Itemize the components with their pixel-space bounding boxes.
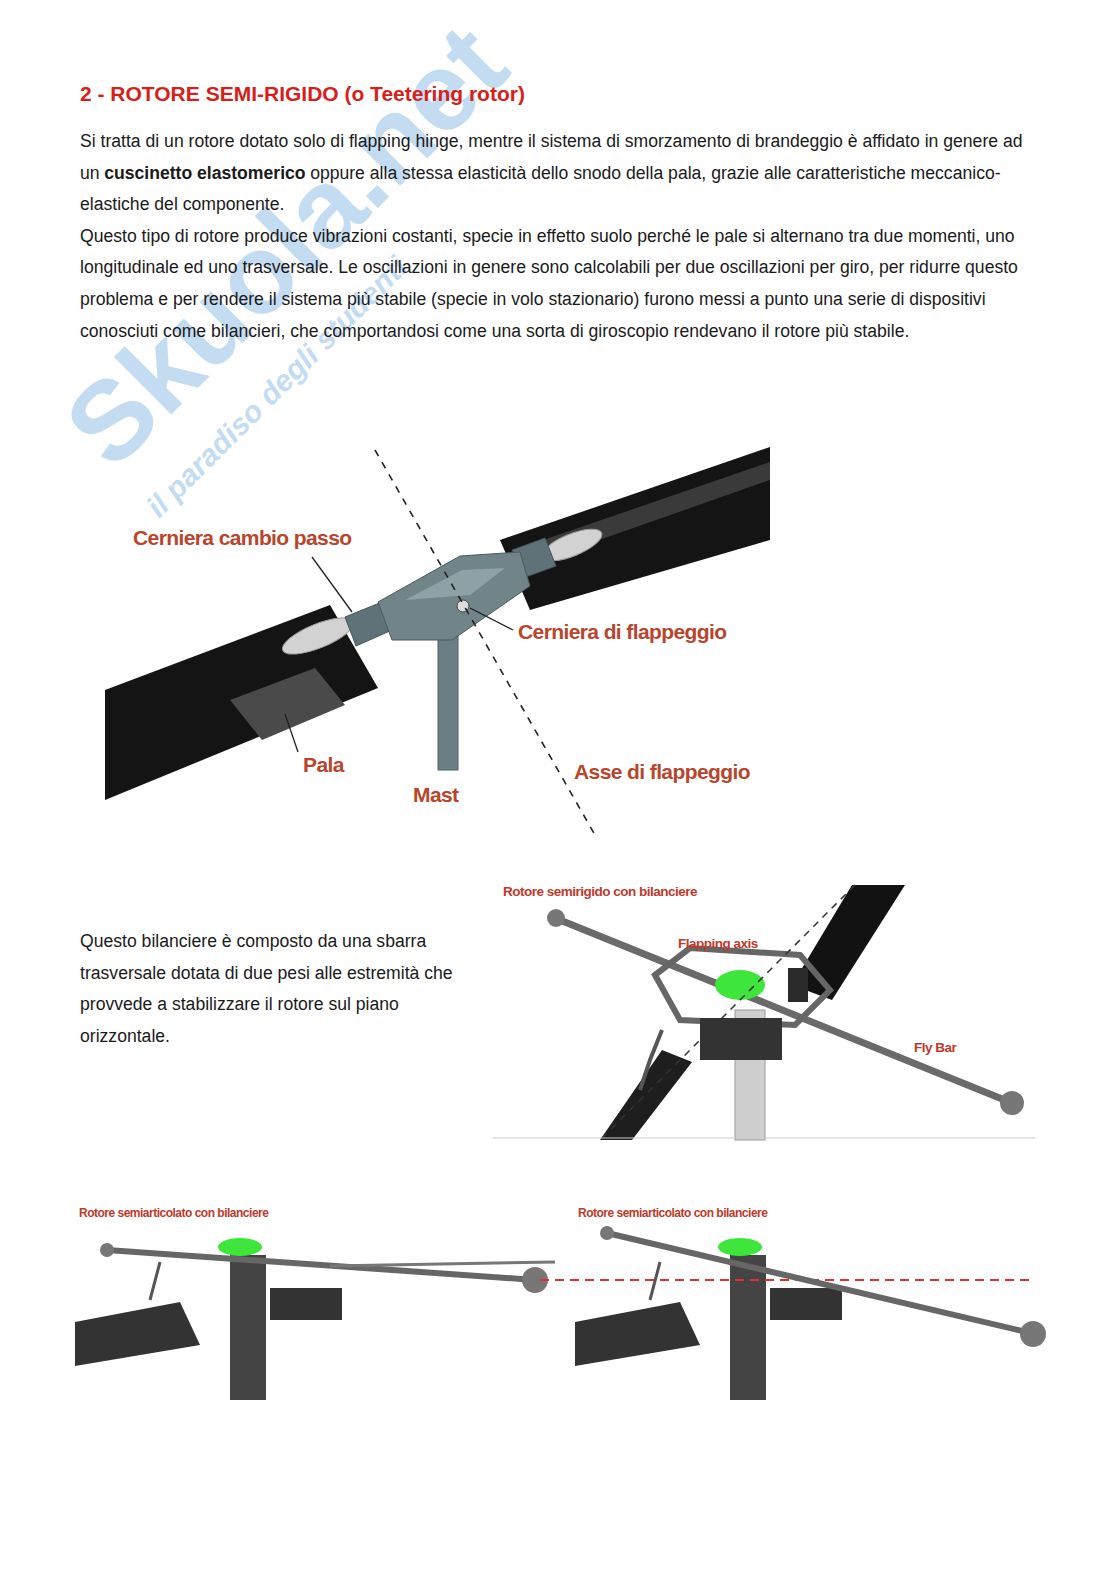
blade xyxy=(792,885,905,1000)
bold-term: cuscinetto elastomerico xyxy=(104,163,305,183)
reference-line xyxy=(540,1279,1030,1281)
page-title: 2 - ROTORE SEMI-RIGIDO (o Teetering roto… xyxy=(80,82,525,106)
part-label: Fly Bar xyxy=(914,1040,956,1055)
body-text: Questo tipo di rotore produce vibrazioni… xyxy=(80,226,1018,341)
flybar-figure xyxy=(493,885,1035,1142)
hub-face xyxy=(405,568,505,600)
part-label: Asse di flappeggio xyxy=(574,760,750,784)
blade xyxy=(500,447,770,610)
blade-reflection xyxy=(230,668,345,740)
part-label: Cerniera di flappeggio xyxy=(518,620,727,644)
frame-edge xyxy=(493,1138,1035,1139)
part-label: Pala xyxy=(303,753,344,777)
fly-bar-weight xyxy=(547,909,565,927)
flapping-pivot xyxy=(218,1238,262,1256)
fly-bar xyxy=(107,1250,535,1280)
blade xyxy=(105,605,378,800)
part-label: Flapping axis xyxy=(678,936,758,951)
flapping-pivot xyxy=(715,970,765,1000)
figure-caption: Rotore semiarticolato con bilanciere xyxy=(79,1206,268,1220)
hub xyxy=(700,1018,782,1060)
fly-bar-weight xyxy=(600,1226,614,1240)
mast xyxy=(230,1255,266,1400)
flapping-pivot xyxy=(718,1238,762,1256)
paragraph: Questo tipo di rotore produce vibrazioni… xyxy=(80,221,1035,347)
rotor-figure xyxy=(105,447,770,835)
leader-line xyxy=(285,714,298,752)
blade-grip xyxy=(75,1302,200,1366)
mast xyxy=(438,620,458,770)
blade-grip xyxy=(575,1302,700,1366)
leader-line xyxy=(470,608,513,630)
blade-grip xyxy=(788,968,808,1002)
fly-bar-rod xyxy=(330,1262,555,1266)
fly-bar-weight xyxy=(100,1243,114,1257)
hub xyxy=(770,1288,842,1320)
fly-bar-weight xyxy=(1020,1321,1046,1347)
figure-caption: Rotore semirigido con bilanciere xyxy=(503,884,697,899)
fly-bar xyxy=(555,918,1012,1103)
body-text: Questo bilanciere è composto da una sbar… xyxy=(80,926,480,1052)
flapping-axis-line xyxy=(598,885,855,1142)
hub xyxy=(270,1288,342,1320)
fly-bar-weight xyxy=(1000,1091,1024,1115)
leader-line xyxy=(312,557,352,612)
figure-caption: Rotore semiarticolato con bilanciere xyxy=(578,1206,767,1220)
semiarticulated-right xyxy=(540,1226,1046,1400)
control-link xyxy=(150,1262,160,1300)
semiarticulated-left xyxy=(75,1238,555,1400)
mast xyxy=(730,1255,766,1400)
fly-bar xyxy=(607,1233,1035,1334)
part-label: Cerniera cambio passo xyxy=(133,526,352,550)
paragraph: Si tratta di un rotore dotato solo di fl… xyxy=(80,126,1035,221)
part-label: Mast xyxy=(413,783,458,807)
hub xyxy=(378,552,530,640)
